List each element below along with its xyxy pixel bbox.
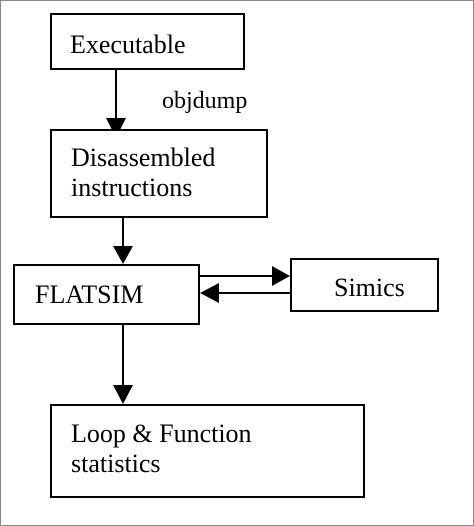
node-loop-function-statistics: Loop & Function statistics — [50, 404, 365, 498]
node-disassembled-label-line-2: instructions — [71, 173, 193, 202]
arrow-disassembled-to-flatsim — [113, 218, 133, 264]
node-executable: Executable — [50, 13, 245, 70]
node-flatsim: FLATSIM — [13, 264, 200, 325]
node-simics: Simics — [290, 258, 439, 312]
node-disassembled-instructions: Disassembled instructions — [50, 129, 268, 218]
arrow-flatsim-to-simics — [200, 266, 290, 286]
node-disassembled-label-line-1: Disassembled — [71, 143, 216, 172]
node-statistics-label-line-1: Loop & Function — [71, 419, 252, 448]
node-statistics-label-line-2: statistics — [71, 449, 161, 478]
arrow-executable-to-disassembled — [106, 70, 126, 138]
arrow-simics-to-flatsim — [200, 283, 290, 303]
node-simics-label: Simics — [334, 273, 405, 302]
node-flatsim-label: FLATSIM — [35, 280, 144, 309]
node-executable-label: Executable — [70, 30, 186, 59]
edge-label-objdump: objdump — [162, 88, 248, 114]
arrow-flatsim-to-statistics — [113, 312, 133, 404]
